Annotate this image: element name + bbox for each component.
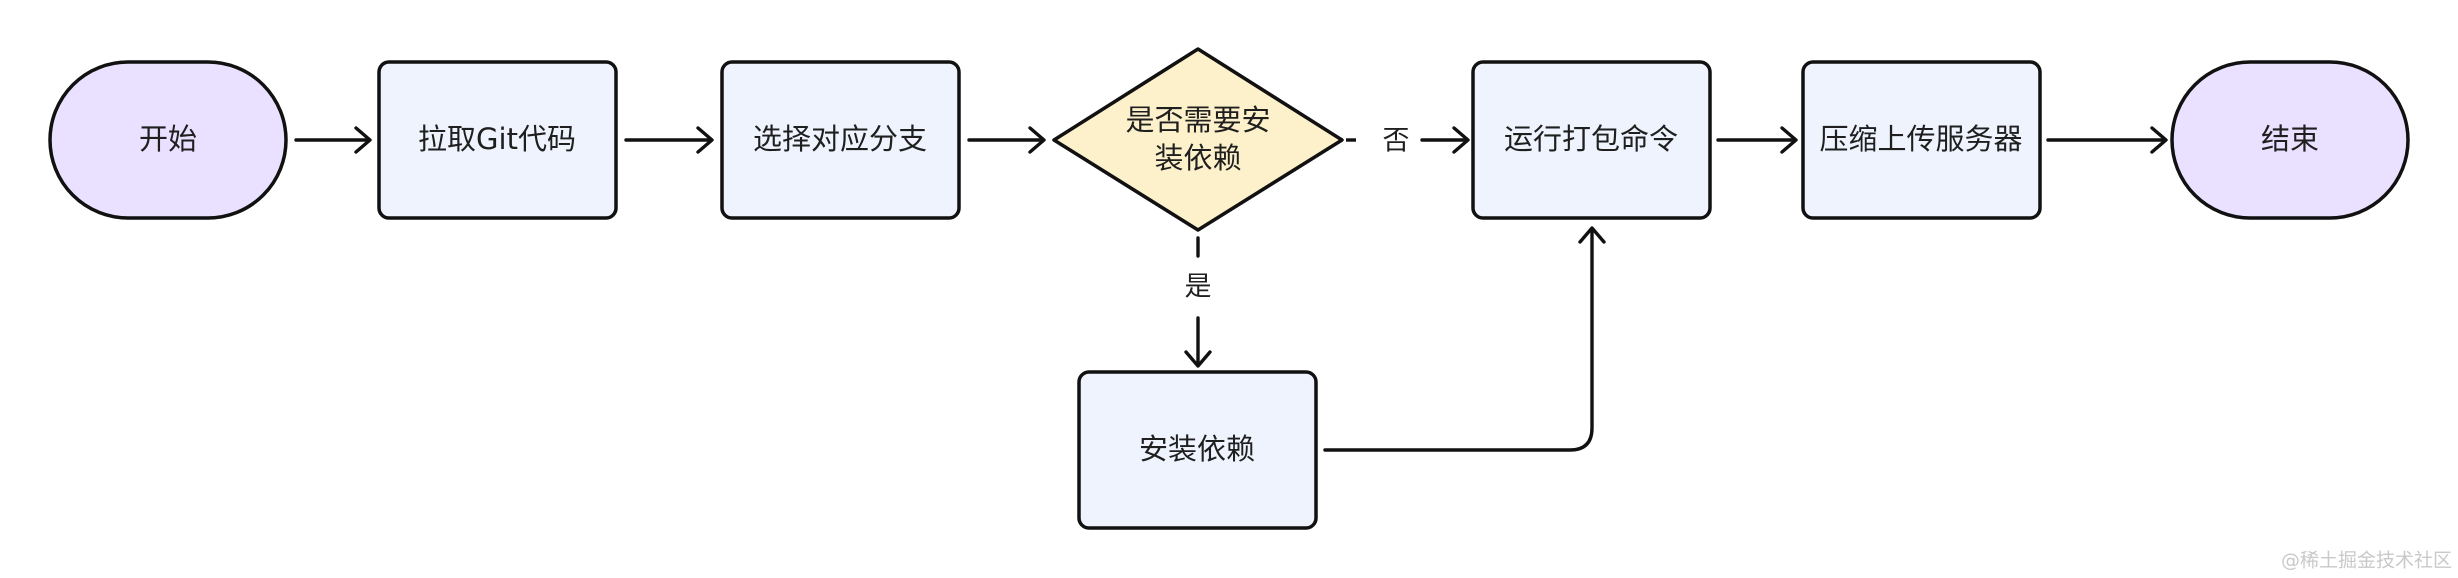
node-select-branch-label: 选择对应分支 [753,122,927,156]
edge-build-to-upload [1716,126,1798,154]
node-pull-code: 拉取Git代码 [377,60,618,220]
node-start: 开始 [48,60,288,220]
node-install-deps: 安装依赖 [1077,370,1318,530]
watermark: @稀土掘金技术社区 [2281,550,2452,572]
node-upload: 压缩上传服务器 [1801,60,2042,220]
edge-label-no: 否 [1383,126,1410,157]
edge-label-yes: 是 [1185,272,1212,303]
node-run-build: 运行打包命令 [1471,60,1712,220]
edge-start-to-pull [294,126,372,154]
node-start-label: 开始 [139,122,197,156]
node-select-branch: 选择对应分支 [720,60,961,220]
node-install-deps-label: 安装依赖 [1139,432,1255,466]
edge-decision-to-install-yes [1184,236,1212,368]
edge-upload-to-end [2046,126,2168,154]
node-pull-code-label: 拉取Git代码 [418,122,576,156]
node-decision-label-line2: 装依赖 [1154,141,1241,175]
node-run-build-label: 运行打包命令 [1504,122,1678,156]
edge-install-to-build [1323,226,1606,452]
edge-pull-to-branch [624,126,714,154]
node-upload-label: 压缩上传服务器 [1819,122,2022,156]
node-end: 结束 [2170,60,2410,220]
node-end-label: 结束 [2261,122,2319,156]
edge-decision-to-build-no [1346,126,1470,154]
edge-branch-to-decision [967,126,1046,154]
node-decision-need-install: 是否需要安 装依赖 [1052,47,1344,232]
node-decision-label-line1: 是否需要安 [1125,103,1270,137]
